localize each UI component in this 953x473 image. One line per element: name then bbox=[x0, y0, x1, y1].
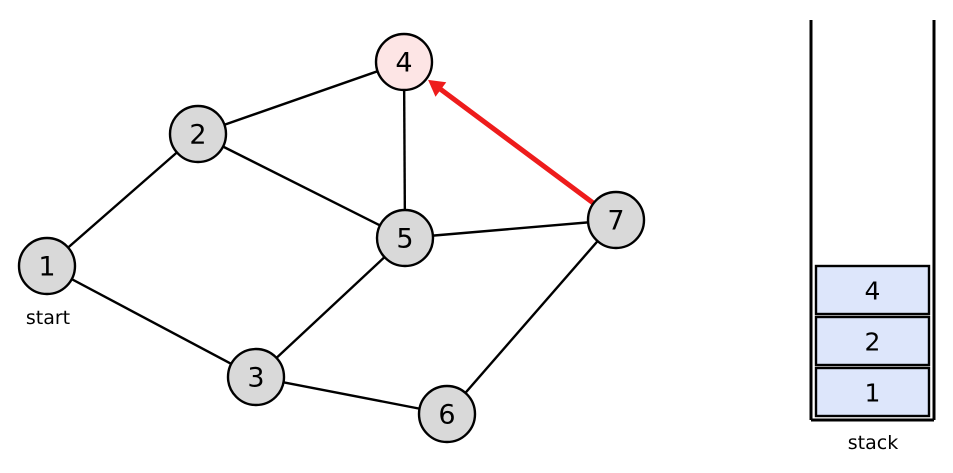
graph-nodes: 1 2 3 4 5 6 7 bbox=[17, 32, 646, 444]
node-circle bbox=[586, 190, 646, 250]
stack-cell bbox=[814, 366, 931, 418]
stack-item-label: 4 bbox=[865, 277, 881, 306]
highlighted-edge-7-4 bbox=[438, 86, 600, 209]
node-label: 7 bbox=[607, 206, 624, 237]
node-5: 5 bbox=[375, 208, 435, 268]
stack-item: 2 bbox=[814, 315, 931, 367]
node-3: 3 bbox=[226, 347, 286, 407]
edge-1-3 bbox=[46, 264, 257, 379]
node-circle bbox=[17, 236, 77, 296]
node-6: 6 bbox=[417, 384, 477, 444]
node-1: 1 bbox=[17, 236, 77, 296]
node-label: 4 bbox=[395, 48, 412, 79]
stack-item-label: 2 bbox=[865, 328, 881, 357]
stack-item: 4 bbox=[814, 264, 931, 316]
stack-cell bbox=[814, 315, 931, 367]
stack-item: 1 bbox=[814, 366, 931, 418]
node-label: 2 bbox=[189, 120, 206, 151]
stack-caption: stack bbox=[848, 432, 898, 454]
graph-edges bbox=[46, 60, 617, 416]
edge-1-2 bbox=[46, 133, 199, 267]
node-circle bbox=[375, 208, 435, 268]
highlighted-edge-layer bbox=[428, 79, 600, 209]
node-circle bbox=[226, 347, 286, 407]
edge-5-7 bbox=[404, 218, 617, 240]
node-label: 6 bbox=[438, 400, 455, 431]
stack-item-label: 1 bbox=[865, 379, 881, 408]
start-caption: start bbox=[26, 307, 70, 329]
stack-container: 4 2 1 bbox=[809, 20, 936, 422]
edge-2-4 bbox=[197, 60, 405, 136]
edge-4-5 bbox=[402, 61, 407, 239]
node-label: 3 bbox=[247, 363, 264, 394]
arrowhead-icon bbox=[428, 79, 447, 97]
edge-2-5 bbox=[197, 132, 406, 240]
node-circle bbox=[374, 32, 434, 92]
stack-items: 4 2 1 bbox=[814, 264, 931, 418]
node-4: 4 bbox=[374, 32, 434, 92]
node-circle bbox=[168, 104, 228, 164]
node-circle bbox=[417, 384, 477, 444]
node-2: 2 bbox=[168, 104, 228, 164]
edge-3-5 bbox=[255, 237, 406, 378]
stack-cell bbox=[814, 264, 931, 316]
node-label: 5 bbox=[396, 224, 413, 255]
node-label: 1 bbox=[38, 252, 55, 283]
edge-6-7 bbox=[446, 219, 617, 415]
node-7: 7 bbox=[586, 190, 646, 250]
edge-3-6 bbox=[255, 375, 448, 416]
